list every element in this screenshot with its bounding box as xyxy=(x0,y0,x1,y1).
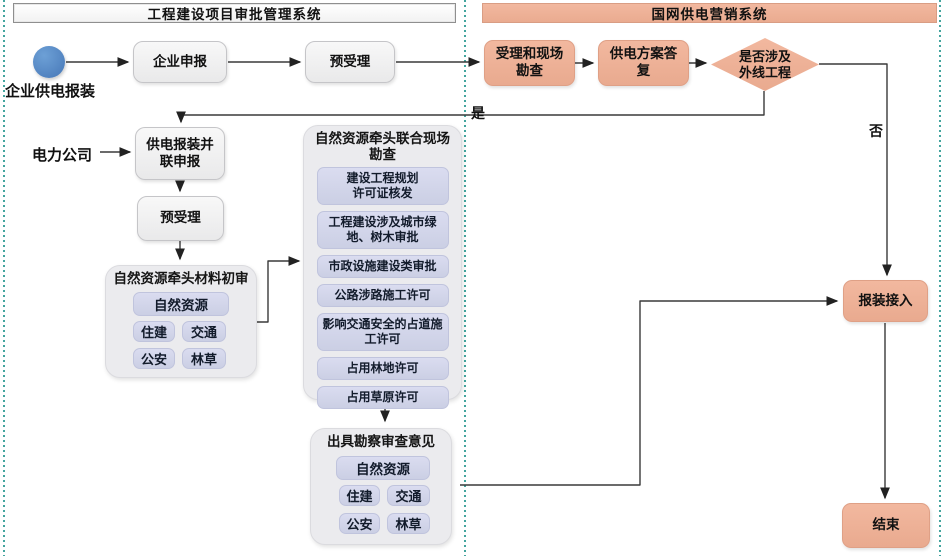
node-installation-access-label: 报装接入 xyxy=(858,292,913,308)
edge-materialreview-to-jointsurvey xyxy=(257,256,301,323)
permit-road-works: 公路涉路施工许可 xyxy=(316,284,449,308)
edge-label-yes: 是 xyxy=(471,105,485,121)
group-joint-site-survey-title: 自然资源牵头联合现场 勘查 xyxy=(315,131,450,163)
node-enterprise-apply-label: 企业申报 xyxy=(153,53,207,69)
start-label: 企业供电报装 xyxy=(4,83,95,100)
agency-housing: 住建 xyxy=(133,321,175,342)
node-supply-plan-reply: 供电方案答 复 xyxy=(598,40,689,86)
agency-public-security: 公安 xyxy=(133,348,175,369)
opinion-public-security-label: 公安 xyxy=(346,517,373,532)
permit-planning-license: 建设工程规划 许可证核发 xyxy=(316,167,449,206)
opinion-natural-resources: 自然资源 xyxy=(336,456,430,480)
group-survey-opinion: 出具勘察审查意见 自然资源 住建 交通 公安 林草 xyxy=(310,428,452,545)
node-supply-joint-apply-label: 供电报装并 联申报 xyxy=(146,136,214,169)
opinion-transport: 交通 xyxy=(387,485,430,506)
system-header-approval: 工程建设项目审批管理系统 xyxy=(13,3,456,23)
group-material-review-title: 自然资源牵头材料初审 xyxy=(113,271,249,286)
opinion-housing-label: 住建 xyxy=(346,489,373,504)
node-acceptance-site-survey-label: 受理和现场 勘查 xyxy=(495,46,564,78)
edge-decision-no xyxy=(819,63,892,277)
node-pre-acceptance-left-label: 预受理 xyxy=(160,210,201,226)
opinion-forestry: 林草 xyxy=(387,513,430,534)
opinion-public-security: 公安 xyxy=(339,513,380,534)
agency-public-security-label: 公安 xyxy=(140,352,167,367)
node-pre-acceptance-left: 预受理 xyxy=(137,196,224,241)
node-supply-joint-apply: 供电报装并 联申报 xyxy=(135,127,225,180)
node-installation-access: 报装接入 xyxy=(843,280,928,322)
permit-municipal-facilities: 市政设施建设类审批 xyxy=(316,255,449,279)
node-enterprise-apply: 企业申报 xyxy=(133,41,227,83)
group-material-review: 自然资源牵头材料初审 自然资源 住建 交通 公安 林草 xyxy=(105,265,257,378)
node-supply-plan-reply-label: 供电方案答 复 xyxy=(609,46,678,78)
permit-forest-land: 占用林地许可 xyxy=(316,357,449,381)
decision-external-works-label: 是否涉及 外线工程 xyxy=(738,48,791,80)
system-header-marketing: 国网供电营销系统 xyxy=(482,3,937,23)
agency-natural-resources-label: 自然资源 xyxy=(154,298,208,313)
edge-decision-yes xyxy=(176,91,765,124)
agency-housing-label: 住建 xyxy=(140,325,167,340)
opinion-transport-label: 交通 xyxy=(395,489,422,504)
group-survey-opinion-title: 出具勘察审查意见 xyxy=(327,434,435,449)
agency-transport: 交通 xyxy=(182,321,226,342)
agency-natural-resources: 自然资源 xyxy=(133,292,229,316)
edge-opinion-to-access xyxy=(460,296,839,486)
permit-road-occupation: 影响交通安全的占道施 工许可 xyxy=(316,313,449,352)
system-header-marketing-label: 国网供电营销系统 xyxy=(651,7,768,22)
agency-forestry-label: 林草 xyxy=(190,352,217,367)
permit-list: 建设工程规划 许可证核发 工程建设涉及城市绿 地、树木审批 市政设施建设类审批 … xyxy=(304,167,461,410)
edge-label-no: 否 xyxy=(869,123,883,139)
agency-transport-label: 交通 xyxy=(190,325,217,340)
permit-grassland: 占用草原许可 xyxy=(316,386,449,410)
start-circle xyxy=(33,46,65,78)
opinion-housing: 住建 xyxy=(339,485,380,506)
system-header-approval-label: 工程建设项目审批管理系统 xyxy=(147,7,322,22)
permit-greenery-trees: 工程建设涉及城市绿 地、树木审批 xyxy=(316,211,449,250)
node-end: 结束 xyxy=(842,503,930,548)
node-end-label: 结束 xyxy=(872,517,900,533)
opinion-forestry-label: 林草 xyxy=(395,517,422,532)
group-joint-site-survey: 自然资源牵头联合现场 勘查 建设工程规划 许可证核发 工程建设涉及城市绿 地、树… xyxy=(303,125,462,410)
opinion-natural-resources-label: 自然资源 xyxy=(356,462,410,477)
node-acceptance-site-survey: 受理和现场 勘查 xyxy=(484,40,575,86)
node-pre-acceptance-top: 预受理 xyxy=(305,41,395,83)
node-pre-acceptance-top-label: 预受理 xyxy=(329,53,371,69)
power-company-label: 电力公司 xyxy=(31,147,92,164)
agency-forestry: 林草 xyxy=(182,348,226,369)
